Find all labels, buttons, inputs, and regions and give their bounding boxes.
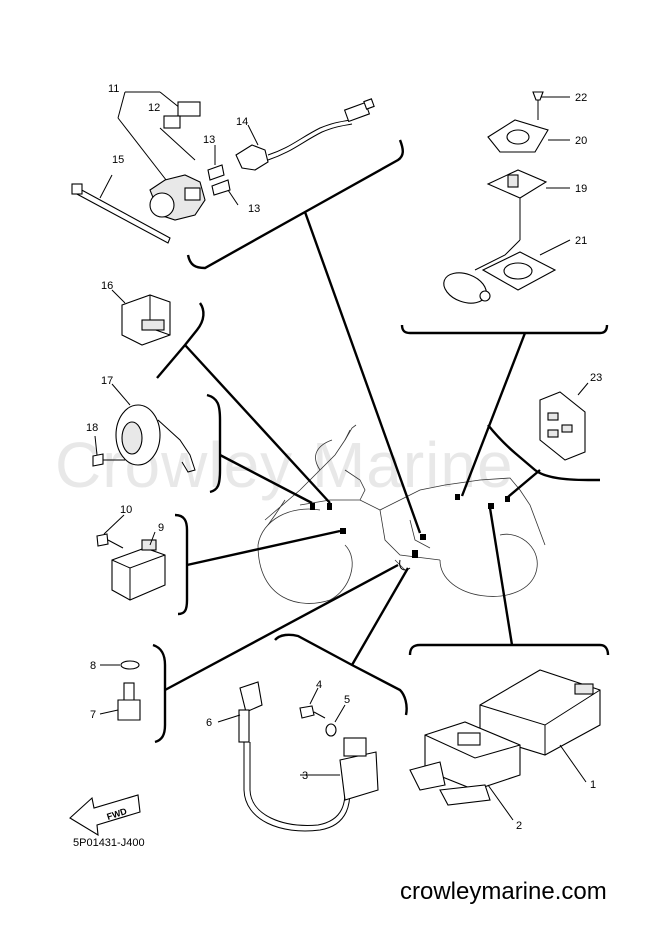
label-5: 5 xyxy=(344,694,350,706)
label-20: 20 xyxy=(575,135,587,147)
diagram-code: 5P01431-J400 xyxy=(73,837,145,849)
part-17-18 xyxy=(92,383,196,473)
label-22: 22 xyxy=(575,92,587,104)
label-23: 23 xyxy=(590,372,602,384)
part-11-12-13-15 xyxy=(71,91,239,244)
label-15: 15 xyxy=(112,154,124,166)
label-3: 3 xyxy=(302,770,308,782)
label-13-b: 13 xyxy=(248,203,260,215)
site-url: crowleymarine.com xyxy=(400,878,607,905)
label-4: 4 xyxy=(316,679,322,691)
motorcycle-outline xyxy=(257,424,546,604)
part-number-labels: 1 2 3 4 5 6 7 8 9 10 11 12 13 13 14 15 1… xyxy=(86,83,602,832)
label-12: 12 xyxy=(148,102,160,114)
label-18: 18 xyxy=(86,422,98,434)
label-6: 6 xyxy=(206,717,212,729)
label-11: 11 xyxy=(108,83,119,95)
part-7-8 xyxy=(99,660,141,721)
part-14 xyxy=(235,98,375,171)
label-14: 14 xyxy=(236,116,248,128)
part-16 xyxy=(111,289,171,346)
label-9: 9 xyxy=(158,522,164,534)
label-19: 19 xyxy=(575,183,587,195)
label-13-a: 13 xyxy=(203,134,215,146)
label-21: 21 xyxy=(575,235,587,247)
part-1-2 xyxy=(409,669,601,821)
part-23 xyxy=(539,382,589,461)
label-1: 1 xyxy=(590,779,596,791)
label-8: 8 xyxy=(90,660,96,672)
part-9-10 xyxy=(96,514,166,601)
callout-lines xyxy=(152,139,610,744)
connector-markers xyxy=(310,494,510,571)
label-10: 10 xyxy=(120,504,132,516)
label-2: 2 xyxy=(516,820,522,832)
label-7: 7 xyxy=(90,709,96,721)
part-3-6 xyxy=(217,681,379,832)
part-19-22 xyxy=(443,91,571,304)
label-17: 17 xyxy=(101,375,113,387)
fwd-arrow-icon: FWD xyxy=(69,794,141,837)
label-16: 16 xyxy=(101,280,113,292)
